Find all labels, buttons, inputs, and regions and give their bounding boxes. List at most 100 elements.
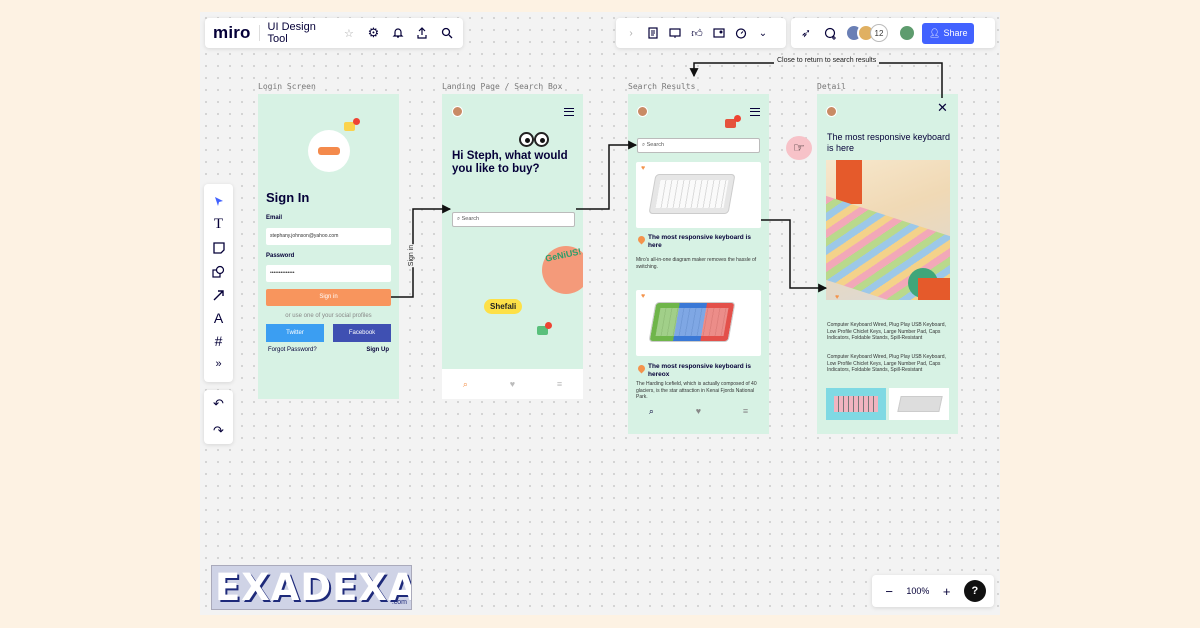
twitter-button[interactable]: Twitter [266,324,324,342]
bell-icon[interactable] [390,24,406,42]
eyes-sticker [519,132,551,148]
collaborator-count[interactable]: 12 [870,24,888,42]
zoom-in-button[interactable]: + [942,583,951,599]
zoom-out-button[interactable]: − [885,583,893,599]
timer-icon[interactable] [732,24,750,42]
thumbs-up-icon[interactable]: 👍︎ [691,27,703,40]
frame-label-login[interactable]: Login Screen [258,82,316,91]
avatar[interactable] [452,106,463,117]
search-icon[interactable]: ⌕ [648,405,654,416]
double-chevron-down-icon[interactable]: ⌄ [758,27,768,39]
result-desc-1: Miro's all-in-one diagram maker removes … [636,257,757,270]
star-icon[interactable]: ☆ [344,27,354,40]
board-title[interactable]: UI Design Tool [267,21,316,45]
more-icon[interactable]: » [215,358,222,371]
heart-icon[interactable]: ♥ [835,294,840,301]
pen-icon[interactable]: A [213,309,224,326]
forgot-password-link[interactable]: Forgot Password? [268,347,317,353]
thumbnail-1[interactable] [826,388,886,420]
filter-icon[interactable]: ≡ [742,406,749,416]
pointing-hand-sticker: ☞ [786,136,812,160]
result-image-2[interactable]: ♥ [636,290,761,356]
thumbnail-2[interactable] [889,388,949,420]
result-title-1[interactable]: The most responsive keyboard is here [648,234,751,249]
left-toolbar: T A # » [204,184,233,382]
connector-search [576,140,638,210]
detail-desc-2: Computer Keyboard Wired, Plug Play USB K… [827,354,946,373]
notification-badge [545,322,552,329]
facebook-button[interactable]: Facebook [333,324,391,342]
heart-icon[interactable]: ♥ [641,293,646,300]
frame-label-landing[interactable]: Landing Page / Search Box [442,82,563,91]
undo-icon[interactable]: ↶ [213,395,224,411]
heart-icon[interactable]: ♥ [641,165,646,172]
user-icon: 👤︎ [929,27,941,38]
frame-icon[interactable]: # [214,333,223,350]
bottom-nav: ⌕ ♥ ≡ [442,369,583,399]
collaboration-bar: ➶ 12 👤︎Share [791,18,995,48]
menu-icon[interactable] [564,108,574,116]
close-icon[interactable]: ✕ [937,100,948,115]
share-button[interactable]: 👤︎Share [922,22,975,44]
watermark-text: EXADEXA [215,566,412,609]
present-icon[interactable] [666,24,684,42]
arrow-icon[interactable] [210,286,228,304]
email-field[interactable]: stephany.johnson@yahoo.com [266,228,391,245]
signin-heading: Sign In [266,190,310,205]
comment-icon[interactable] [710,24,728,42]
add-reaction-icon[interactable] [821,24,839,42]
zoom-level[interactable]: 100% [906,586,930,596]
zoom-bar: − 100% + ? [872,575,994,607]
redo-icon[interactable]: ↷ [213,422,224,438]
filter-icon[interactable]: ≡ [556,379,563,389]
share-label: Share [943,28,968,38]
login-frame[interactable]: Sign In Email stephany.johnson@yahoo.com… [258,94,399,399]
menu-icon[interactable] [750,108,760,116]
result-title-2[interactable]: The most responsive keyboard is hereox [648,363,751,378]
heart-icon[interactable]: ♥ [695,406,702,416]
search-placeholder: Search [461,216,480,222]
avatar[interactable] [637,106,648,117]
upload-icon[interactable] [414,24,430,42]
miro-logo[interactable]: miro [213,23,251,42]
chevron-right-icon[interactable]: › [629,27,633,39]
settings-icon[interactable]: ⚙ [367,25,380,40]
landing-frame[interactable]: Hi Steph, what would you like to buy? ⌕ … [442,94,583,399]
password-field[interactable]: •••••••••••••• [266,265,391,282]
chat-sticker-icon [537,326,548,335]
connector-close [689,62,943,98]
keyboard-thumb [834,396,878,412]
result-image-1[interactable]: ♥ [636,162,761,228]
sticky-note-icon[interactable] [210,239,228,257]
genius-sticker [542,246,583,294]
search-icon[interactable] [439,24,455,42]
shapes-icon[interactable] [210,262,228,280]
help-button[interactable]: ? [963,580,986,602]
cursor-icon[interactable]: ➶ [800,26,812,40]
text-icon[interactable]: T [213,216,224,233]
candy-logo-icon [318,147,340,155]
canvas[interactable]: miro UI Design Tool ☆ ⚙ › 👍︎ ⌄ ➶ 12 [200,12,1000,615]
select-icon[interactable] [210,193,228,211]
avatar[interactable] [826,106,837,117]
frame-label-detail[interactable]: Detail [817,82,846,91]
close-connector-label[interactable]: Close to return to search results [774,57,880,64]
search-input[interactable]: ⌕ Search [452,212,575,227]
result-desc-2: The Harding Icefield, which is actually … [636,381,757,400]
frame-label-results[interactable]: Search Results [628,82,696,91]
detail-desc-1: Computer Keyboard Wired, Plug Play USB K… [827,322,946,341]
detail-frame[interactable]: ✕ The most responsive keyboard is here ♥… [817,94,958,434]
current-user-avatar[interactable] [898,24,916,42]
signin-connector-label[interactable]: Sign in [408,243,416,268]
avatar-group[interactable]: 12 [845,24,888,42]
results-frame[interactable]: ⌕ Search ♥ The most responsive keyboard … [628,94,769,434]
search-icon[interactable]: ⌕ [462,378,468,389]
notes-icon[interactable] [644,24,662,42]
signup-link[interactable]: Sign Up [366,347,389,353]
heart-icon[interactable]: ♥ [509,379,516,389]
signin-button[interactable]: Sign in [266,289,391,306]
notification-badge [734,115,741,122]
detail-title: The most responsive keyboard is here [827,132,951,153]
search-input[interactable]: ⌕ Search [637,138,760,153]
orange-lamp-shape [836,160,862,204]
